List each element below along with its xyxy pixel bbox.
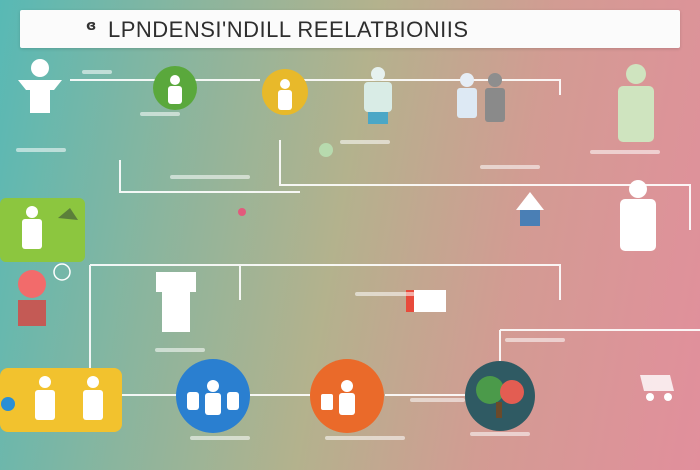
person-icon — [364, 67, 392, 124]
family-icon — [457, 73, 505, 122]
tree-icon — [516, 192, 544, 226]
accent-dot — [319, 143, 333, 157]
person-icon — [156, 272, 196, 332]
title-bar: ɞ LPNDENSI'NDILL REELATBIONIIS — [20, 10, 680, 48]
yellow-box — [0, 368, 122, 432]
person-icon — [620, 180, 656, 251]
connector-mid-left — [119, 160, 300, 193]
decorative-label-marks — [16, 70, 660, 440]
orange-node — [310, 359, 384, 433]
connector-lines — [70, 79, 700, 396]
document-icon — [406, 290, 446, 312]
accent-dot — [238, 208, 246, 216]
accent-dot — [53, 263, 71, 281]
yellow-node — [262, 69, 308, 115]
connector-center — [90, 264, 561, 300]
page-title: LPNDENSI'NDILL REELATBIONIIS — [108, 17, 469, 42]
connector-mid-right — [279, 140, 691, 230]
tree-icon — [465, 361, 535, 431]
stroller-icon — [640, 375, 674, 401]
green-node — [153, 66, 197, 110]
title-mark: ɞ — [86, 18, 97, 34]
blue-node — [176, 359, 250, 433]
person-icon — [618, 64, 654, 142]
person-icon — [18, 59, 62, 113]
person-icon — [18, 270, 46, 326]
green-box — [0, 198, 85, 262]
connector-top-right — [300, 79, 561, 95]
